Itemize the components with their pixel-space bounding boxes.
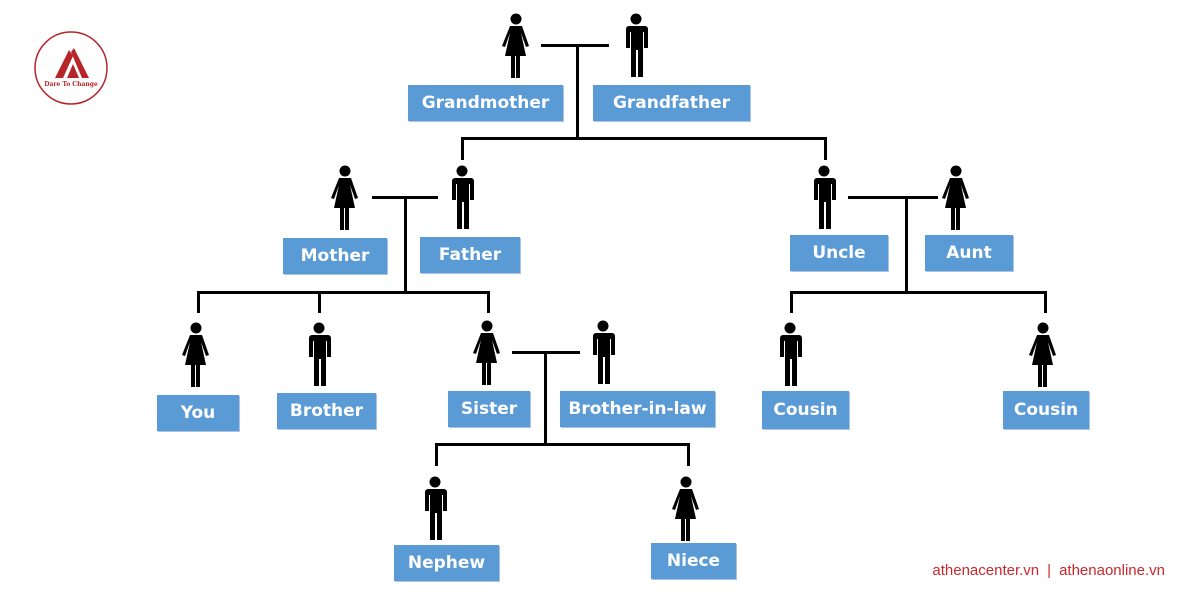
- female-figure-icon: [669, 476, 703, 542]
- footer-websites: athenacenter.vn | athenaonline.vn: [870, 562, 1165, 579]
- label-grandfather: Grandfather: [593, 85, 750, 121]
- female-figure-icon: [499, 13, 533, 79]
- svg-text:Dare To Change: Dare To Change: [44, 81, 98, 88]
- female-figure-icon: [939, 165, 973, 231]
- footer-separator: |: [1047, 562, 1052, 579]
- sibling-line-cousins: [790, 291, 1047, 294]
- label-sister: Sister: [448, 391, 530, 427]
- athena-logo: Dare To Change: [33, 30, 109, 106]
- sibling-line-sister-children: [435, 443, 690, 446]
- female-figure-icon: [1026, 322, 1060, 388]
- descent-line-parents: [404, 196, 407, 293]
- drop-line-niece: [687, 443, 690, 466]
- drop-line-cousin2: [1044, 291, 1047, 313]
- website-link-athenacenter[interactable]: athenacenter.vn: [932, 562, 1040, 579]
- label-you: You: [157, 395, 239, 431]
- label-father: Father: [420, 237, 520, 273]
- male-figure-icon: [418, 476, 452, 542]
- drop-line-uncle: [824, 137, 827, 160]
- website-link-athenaonline[interactable]: athenaonline.vn: [1059, 562, 1165, 579]
- drop-line-brother: [318, 291, 321, 313]
- sibling-line-children: [197, 291, 490, 294]
- label-cousin-1: Cousin: [762, 391, 849, 429]
- male-figure-icon: [807, 165, 841, 231]
- label-grandmother: Grandmother: [408, 85, 563, 121]
- male-figure-icon: [619, 13, 653, 79]
- label-brother: Brother: [277, 393, 376, 429]
- label-brother-in-law: Brother-in-law: [560, 391, 715, 427]
- descent-line-sister: [544, 351, 547, 445]
- male-figure-icon: [445, 165, 479, 231]
- female-figure-icon: [328, 165, 362, 231]
- label-mother: Mother: [283, 238, 387, 274]
- label-uncle: Uncle: [790, 235, 888, 271]
- drop-line-you: [197, 291, 200, 313]
- sibling-line-parents-uncle: [461, 137, 827, 140]
- label-aunt: Aunt: [925, 235, 1013, 271]
- label-nephew: Nephew: [394, 545, 499, 581]
- label-cousin-2: Cousin: [1003, 391, 1089, 429]
- descent-line-uncle-aunt: [905, 196, 908, 293]
- drop-line-nephew: [435, 443, 438, 466]
- drop-line-cousin1: [790, 291, 793, 313]
- label-niece: Niece: [651, 543, 736, 579]
- drop-line-father: [461, 137, 464, 160]
- female-figure-icon: [470, 320, 504, 386]
- male-figure-icon: [586, 320, 620, 386]
- descent-line-grandparents: [576, 44, 579, 139]
- marriage-line-uncle-aunt: [848, 196, 938, 199]
- male-figure-icon: [773, 322, 807, 388]
- drop-line-sister: [487, 291, 490, 313]
- marriage-line-grandparents: [541, 44, 609, 47]
- male-figure-icon: [302, 322, 336, 388]
- female-figure-icon: [179, 322, 213, 388]
